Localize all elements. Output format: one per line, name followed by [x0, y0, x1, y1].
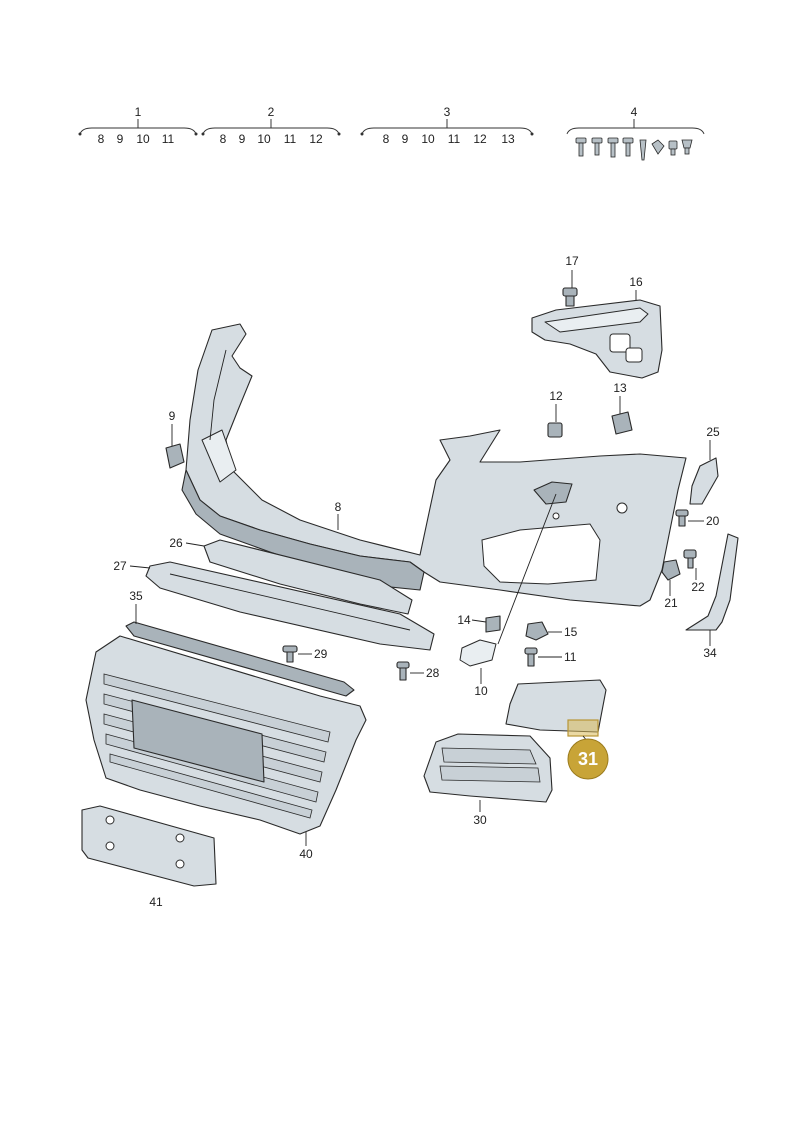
group-3-item-3: 11 — [448, 132, 461, 146]
group-3-item-4: 12 — [473, 132, 487, 146]
highlight-badge-31[interactable]: 31 — [567, 735, 609, 780]
callout-10: 10 — [474, 684, 488, 698]
group-1: 1 8 9 10 11 — [78, 105, 198, 146]
nut-12 — [547, 422, 563, 438]
strip-34 — [685, 533, 739, 631]
spoiler-27 — [145, 561, 435, 651]
callout-21: 21 — [664, 596, 678, 610]
group-2-item-3: 11 — [284, 132, 297, 146]
cover-31 — [505, 679, 607, 737]
clip-21 — [661, 559, 681, 581]
group-3-item-5: 13 — [501, 132, 515, 146]
callout-17: 17 — [565, 254, 579, 268]
group-2: 2 8 9 10 11 12 — [201, 105, 341, 146]
grille-40 — [85, 635, 367, 835]
screw-20 — [675, 509, 689, 527]
group-2-item-0: 8 — [220, 132, 227, 146]
callout-16: 16 — [629, 275, 643, 289]
callout-13: 13 — [613, 381, 627, 395]
group-3-item-1: 9 — [402, 132, 409, 146]
fastener-icons — [575, 137, 693, 161]
group-3-item-0: 8 — [383, 132, 390, 146]
callout-40: 40 — [299, 847, 313, 861]
clip-22 — [683, 549, 697, 569]
group-3: 3 8 9 10 11 12 13 — [360, 105, 534, 146]
callout-26: 26 — [169, 536, 183, 550]
callout-22: 22 — [691, 580, 705, 594]
callout-29: 29 — [314, 647, 328, 661]
clip-15 — [525, 621, 549, 641]
nut-13 — [611, 411, 633, 435]
group-2-item-4: 12 — [309, 132, 323, 146]
callout-14: 14 — [457, 613, 471, 627]
group-1-item-0: 8 — [98, 132, 105, 146]
bracket-16 — [531, 299, 663, 379]
badge-31-label: 31 — [578, 749, 598, 769]
group-2-label: 2 — [268, 105, 275, 119]
group-1-item-1: 9 — [117, 132, 124, 146]
group-3-label: 3 — [444, 105, 451, 119]
callout-34: 34 — [703, 646, 717, 660]
callout-12: 12 — [549, 389, 563, 403]
strip-35 — [125, 621, 355, 697]
callout-20: 20 — [706, 514, 720, 528]
cap-10 — [459, 639, 497, 667]
group-1-item-3: 11 — [162, 132, 175, 146]
group-1-label: 1 — [135, 105, 142, 119]
group-2-item-2: 10 — [257, 132, 271, 146]
group-3-item-2: 10 — [421, 132, 435, 146]
callout-41: 41 — [149, 895, 163, 909]
spoiler-26 — [203, 539, 413, 615]
callout-35: 35 — [129, 589, 143, 603]
callout-30: 30 — [473, 813, 487, 827]
callout-25: 25 — [706, 425, 720, 439]
bracket-25 — [689, 457, 719, 505]
callout-11: 11 — [564, 650, 577, 664]
badge-circle — [567, 738, 609, 780]
callout-28: 28 — [426, 666, 440, 680]
screw-17 — [562, 287, 578, 307]
group-4: 4 — [566, 105, 705, 161]
callout-9: 9 — [169, 409, 176, 423]
clip-14 — [485, 615, 501, 633]
grille-insert-30 — [423, 733, 553, 803]
plate-bracket-41 — [81, 805, 217, 887]
group-1-item-2: 10 — [136, 132, 150, 146]
group-2-item-1: 9 — [239, 132, 246, 146]
callout-8: 8 — [335, 500, 342, 514]
callout-27: 27 — [113, 559, 127, 573]
callout-15: 15 — [564, 625, 578, 639]
callout-labels: 9 8 12 13 17 16 25 20 22 21 34 26 27 35 … — [113, 254, 720, 909]
leader-lines — [129, 270, 711, 846]
clip-9 — [165, 443, 185, 469]
screw-28 — [396, 661, 410, 681]
group-4-label: 4 — [631, 105, 638, 119]
bumper-cover-8 — [181, 323, 687, 607]
screw-11 — [524, 647, 538, 667]
screw-29 — [282, 645, 298, 663]
